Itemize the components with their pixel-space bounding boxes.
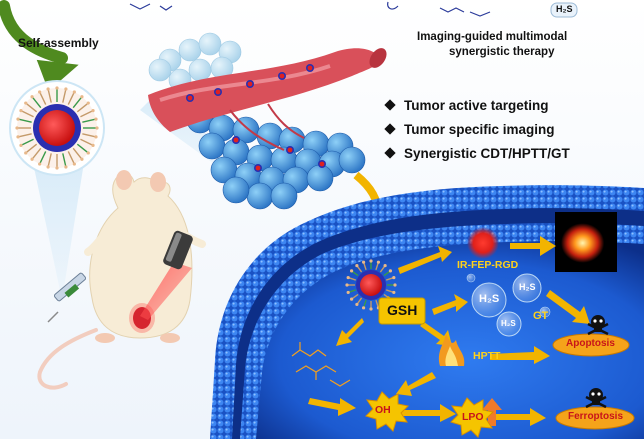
skull-icon-apoptosis xyxy=(587,315,609,336)
nanoparticle-large xyxy=(9,80,105,176)
lpo-label: LPO xyxy=(462,411,484,423)
top-molecule-fragments xyxy=(129,1,491,17)
feature-item: Tumor active targeting xyxy=(384,93,570,117)
apoptosis-label: Apoptosis xyxy=(566,338,615,349)
feature-item: Tumor specific imaging xyxy=(384,117,570,141)
nanoparticle-cell xyxy=(345,259,397,311)
irfep-glow xyxy=(467,227,499,259)
therapy-title-line2: synergistic therapy xyxy=(449,46,555,58)
feature-item-label: Synergistic CDT/HPTT/GT xyxy=(404,145,570,161)
blood-vessel-cluster xyxy=(148,32,387,210)
gsh-box xyxy=(378,297,426,325)
diamond-icon xyxy=(384,123,396,135)
ferroptosis-label: Ferroptosis xyxy=(568,411,624,422)
feature-item: Synergistic CDT/HPTT/GT xyxy=(384,141,570,165)
thermal-hotspot xyxy=(561,221,609,265)
feature-item-label: Tumor active targeting xyxy=(404,97,549,113)
h2s-bubble-label-3: H₂S xyxy=(501,319,516,328)
gsh-label: GSH xyxy=(387,302,418,318)
gt-label: GT xyxy=(533,310,549,322)
oh-label: OH xyxy=(375,404,391,416)
molecule-sketch xyxy=(291,342,351,387)
diamond-icon xyxy=(384,147,396,159)
h2s-bubbles xyxy=(466,273,551,337)
irfep-label: IR-FEP-RGD xyxy=(457,259,519,271)
h2s-box-top xyxy=(550,2,578,18)
oh-burst xyxy=(365,391,410,432)
syringe-icon xyxy=(47,272,87,323)
self-assembly-label: Self-assembly xyxy=(18,36,99,50)
lpo-burst xyxy=(450,397,495,438)
feature-list: Tumor active targeting Tumor specific im… xyxy=(384,93,570,165)
feature-item-label: Tumor specific imaging xyxy=(404,121,555,137)
h2s-box-label: H₂S xyxy=(556,4,573,14)
laser-icon xyxy=(140,230,193,320)
skull-icon-ferroptosis xyxy=(585,388,607,409)
cell-arrows xyxy=(308,236,590,426)
diamond-icon xyxy=(384,99,396,111)
therapy-title-line1: Imaging-guided multimodal xyxy=(417,31,568,43)
apoptosis-ellipse xyxy=(552,333,630,357)
h2s-bubble-label-2: H₂S xyxy=(519,282,536,292)
fire-icon xyxy=(438,334,465,366)
hptt-label: HPTT xyxy=(473,350,501,362)
h2s-bubble-label-1: H₂S xyxy=(479,293,500,305)
ferroptosis-ellipse xyxy=(555,406,635,430)
